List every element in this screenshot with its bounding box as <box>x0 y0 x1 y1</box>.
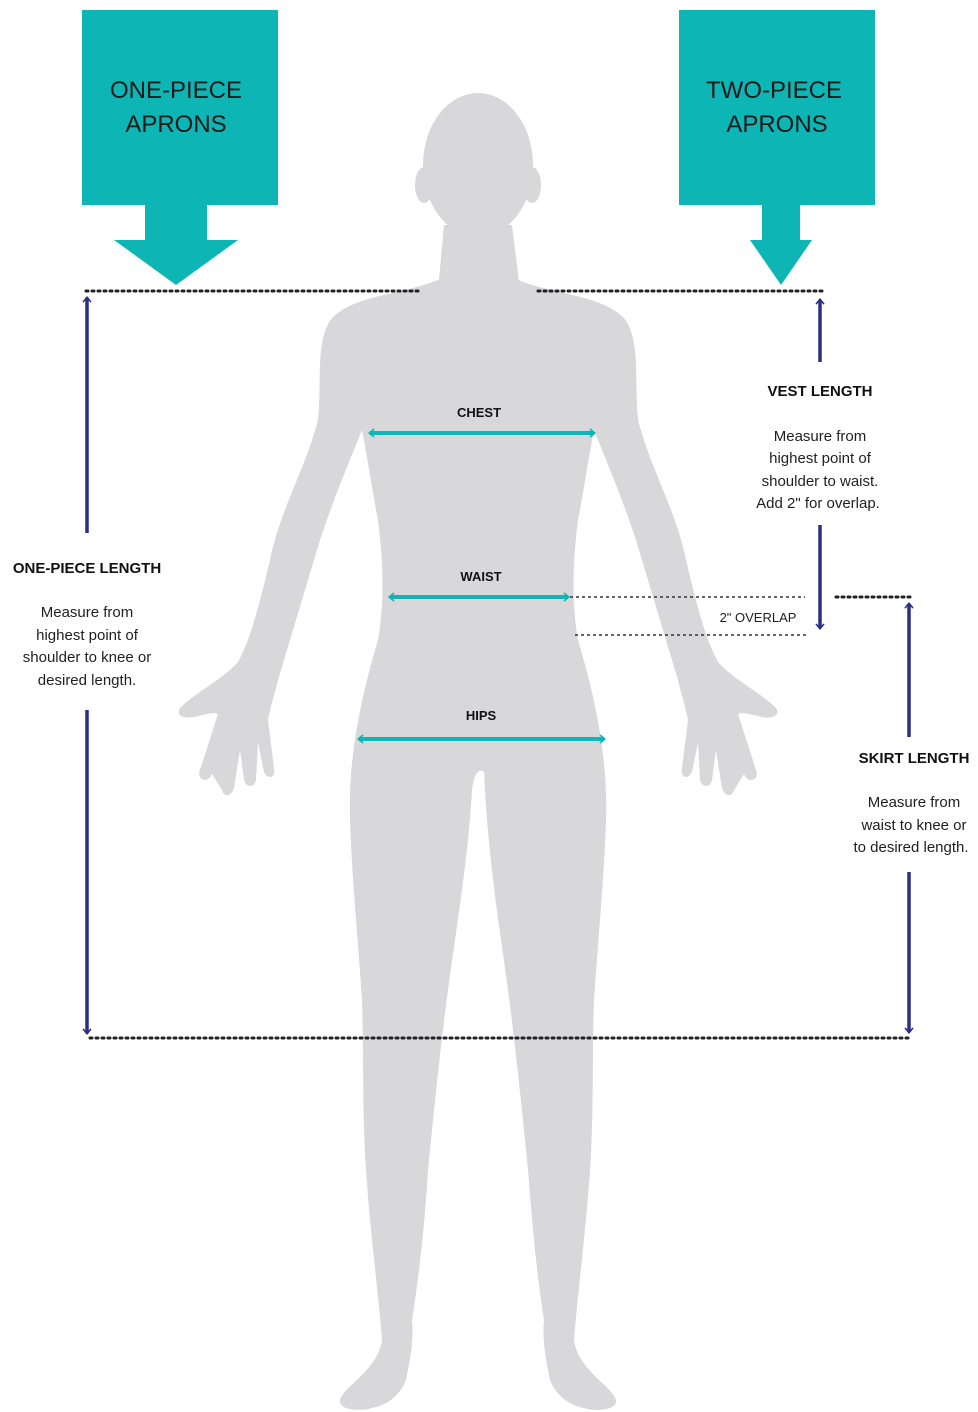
one-piece-box-line1: ONE-PIECE <box>110 77 242 104</box>
waist-label: WAIST <box>460 569 501 584</box>
one-piece-desc-line: Measure from <box>41 604 134 621</box>
skirt-desc-line: waist to knee or <box>860 817 966 834</box>
skirt-length-title: SKIRT LENGTH <box>859 750 970 767</box>
chest-label: CHEST <box>457 405 501 420</box>
skirt-desc-line: to desired length. <box>853 839 968 856</box>
overlap-label: 2" OVERLAP <box>720 610 797 625</box>
one-piece-aprons-box: ONE-PIECE APRONS <box>82 10 278 285</box>
vest-desc-line: highest point of <box>769 450 872 467</box>
one-piece-desc-line: highest point of <box>36 627 139 644</box>
vest-desc-line: shoulder to waist. <box>762 473 879 490</box>
one-piece-box-line2: APRONS <box>125 111 226 138</box>
vest-desc-line: Add 2" for overlap. <box>756 495 880 512</box>
down-arrow-icon <box>114 240 238 285</box>
two-piece-box-line2: APRONS <box>726 111 827 138</box>
one-piece-length-title: ONE-PIECE LENGTH <box>13 560 161 577</box>
hips-label: HIPS <box>466 708 497 723</box>
vest-desc-line: Measure from <box>774 428 867 445</box>
two-piece-aprons-box: TWO-PIECE APRONS <box>679 10 875 285</box>
vest-length-title: VEST LENGTH <box>767 383 872 400</box>
one-piece-desc-line: shoulder to knee or <box>23 649 151 666</box>
down-arrow-icon <box>750 240 812 285</box>
two-piece-box-line1: TWO-PIECE <box>706 77 842 104</box>
skirt-desc-line: Measure from <box>868 794 961 811</box>
one-piece-desc-line: desired length. <box>38 672 136 689</box>
